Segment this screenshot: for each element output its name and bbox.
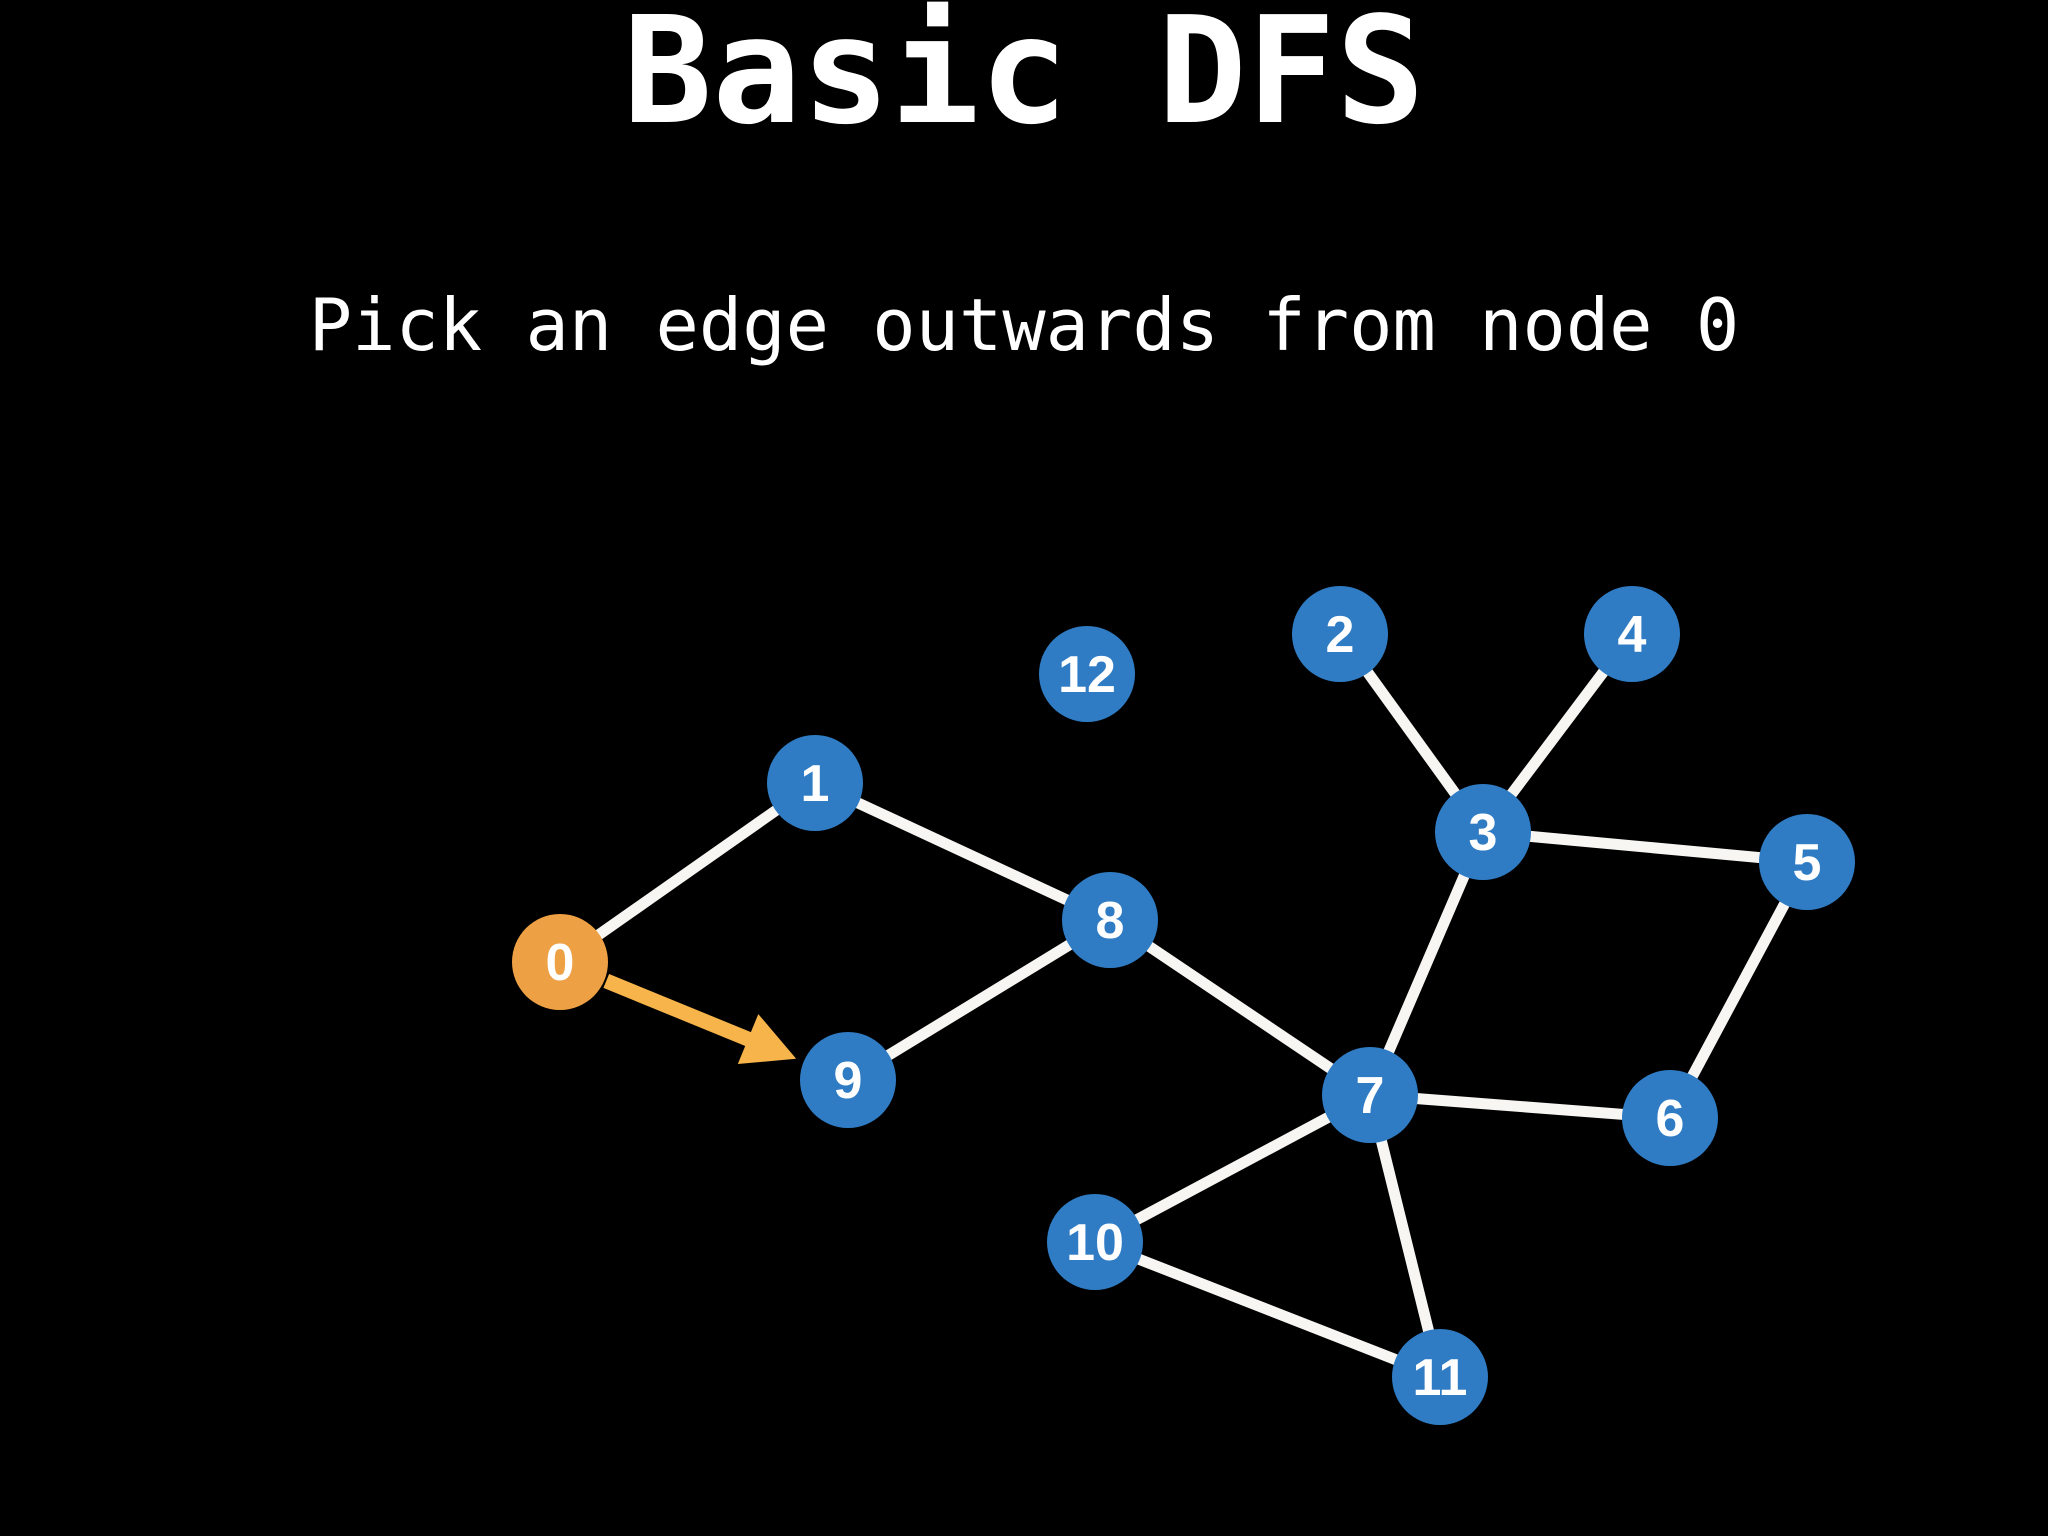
graph-edge-3-5[interactable] <box>1477 826 1813 868</box>
node-circle[interactable] <box>512 914 608 1010</box>
node-circle[interactable] <box>1759 814 1855 910</box>
node-label: 1 <box>801 755 830 813</box>
graph-node-6[interactable]: 6 <box>1622 1070 1718 1166</box>
graph-edge-10-11[interactable] <box>1089 1236 1446 1383</box>
node-label: 10 <box>1066 1214 1124 1272</box>
arrow-head-icon <box>737 1014 797 1065</box>
graph-edge-5-6[interactable] <box>1664 856 1813 1124</box>
node-label: 7 <box>1356 1067 1385 1125</box>
graph-node-10[interactable]: 10 <box>1047 1194 1143 1290</box>
node-circle[interactable] <box>767 735 863 831</box>
slide-subtitle: Pick an edge outwards from node 0 <box>308 283 1740 367</box>
node-label: 11 <box>1413 1349 1468 1407</box>
node-circle[interactable] <box>800 1032 896 1128</box>
node-label: 2 <box>1326 606 1355 664</box>
graph-node-4[interactable]: 4 <box>1584 586 1680 682</box>
graph-edge-1-8[interactable] <box>809 777 1116 926</box>
node-label: 4 <box>1618 606 1647 664</box>
graph-node-5[interactable]: 5 <box>1759 814 1855 910</box>
graph-edge-6-7[interactable] <box>1364 1089 1676 1124</box>
graph-node-12[interactable]: 12 <box>1039 626 1135 722</box>
node-circle[interactable] <box>1392 1329 1488 1425</box>
node-circle[interactable] <box>1584 586 1680 682</box>
node-circle[interactable] <box>1322 1047 1418 1143</box>
node-label: 12 <box>1058 646 1116 704</box>
node-circle[interactable] <box>1062 872 1158 968</box>
slide-title: Basic DFS <box>623 0 1425 157</box>
graph-node-9[interactable]: 9 <box>800 1032 896 1128</box>
picked-edge-arrow-0-9 <box>603 974 797 1065</box>
graph-node-2[interactable]: 2 <box>1292 586 1388 682</box>
node-label: 9 <box>834 1052 863 1110</box>
node-label: 0 <box>546 934 575 992</box>
graph-node-0[interactable]: 0 <box>512 914 608 1010</box>
node-label: 6 <box>1656 1090 1685 1148</box>
node-circle[interactable] <box>1047 1194 1143 1290</box>
graph-node-8[interactable]: 8 <box>1062 872 1158 968</box>
graph-node-3[interactable]: 3 <box>1435 784 1531 880</box>
node-label: 3 <box>1469 804 1498 862</box>
graph-edge-8-9[interactable] <box>842 914 1116 1086</box>
arrow-shaft <box>603 974 755 1048</box>
graph-node-7[interactable]: 7 <box>1322 1047 1418 1143</box>
graph-edge-8-7[interactable] <box>1104 914 1376 1101</box>
node-circle[interactable] <box>1039 626 1135 722</box>
graph-node-11[interactable]: 11 <box>1392 1329 1488 1425</box>
graph-edge-7-11[interactable] <box>1364 1089 1446 1383</box>
graph-edge-0-1[interactable] <box>554 777 821 968</box>
node-label: 5 <box>1793 834 1822 892</box>
node-circle[interactable] <box>1292 586 1388 682</box>
node-circle[interactable] <box>1435 784 1531 880</box>
graph-edge-7-10[interactable] <box>1089 1089 1376 1248</box>
graph-node-1[interactable]: 1 <box>767 735 863 831</box>
node-circle[interactable] <box>1622 1070 1718 1166</box>
node-label: 8 <box>1096 892 1125 950</box>
